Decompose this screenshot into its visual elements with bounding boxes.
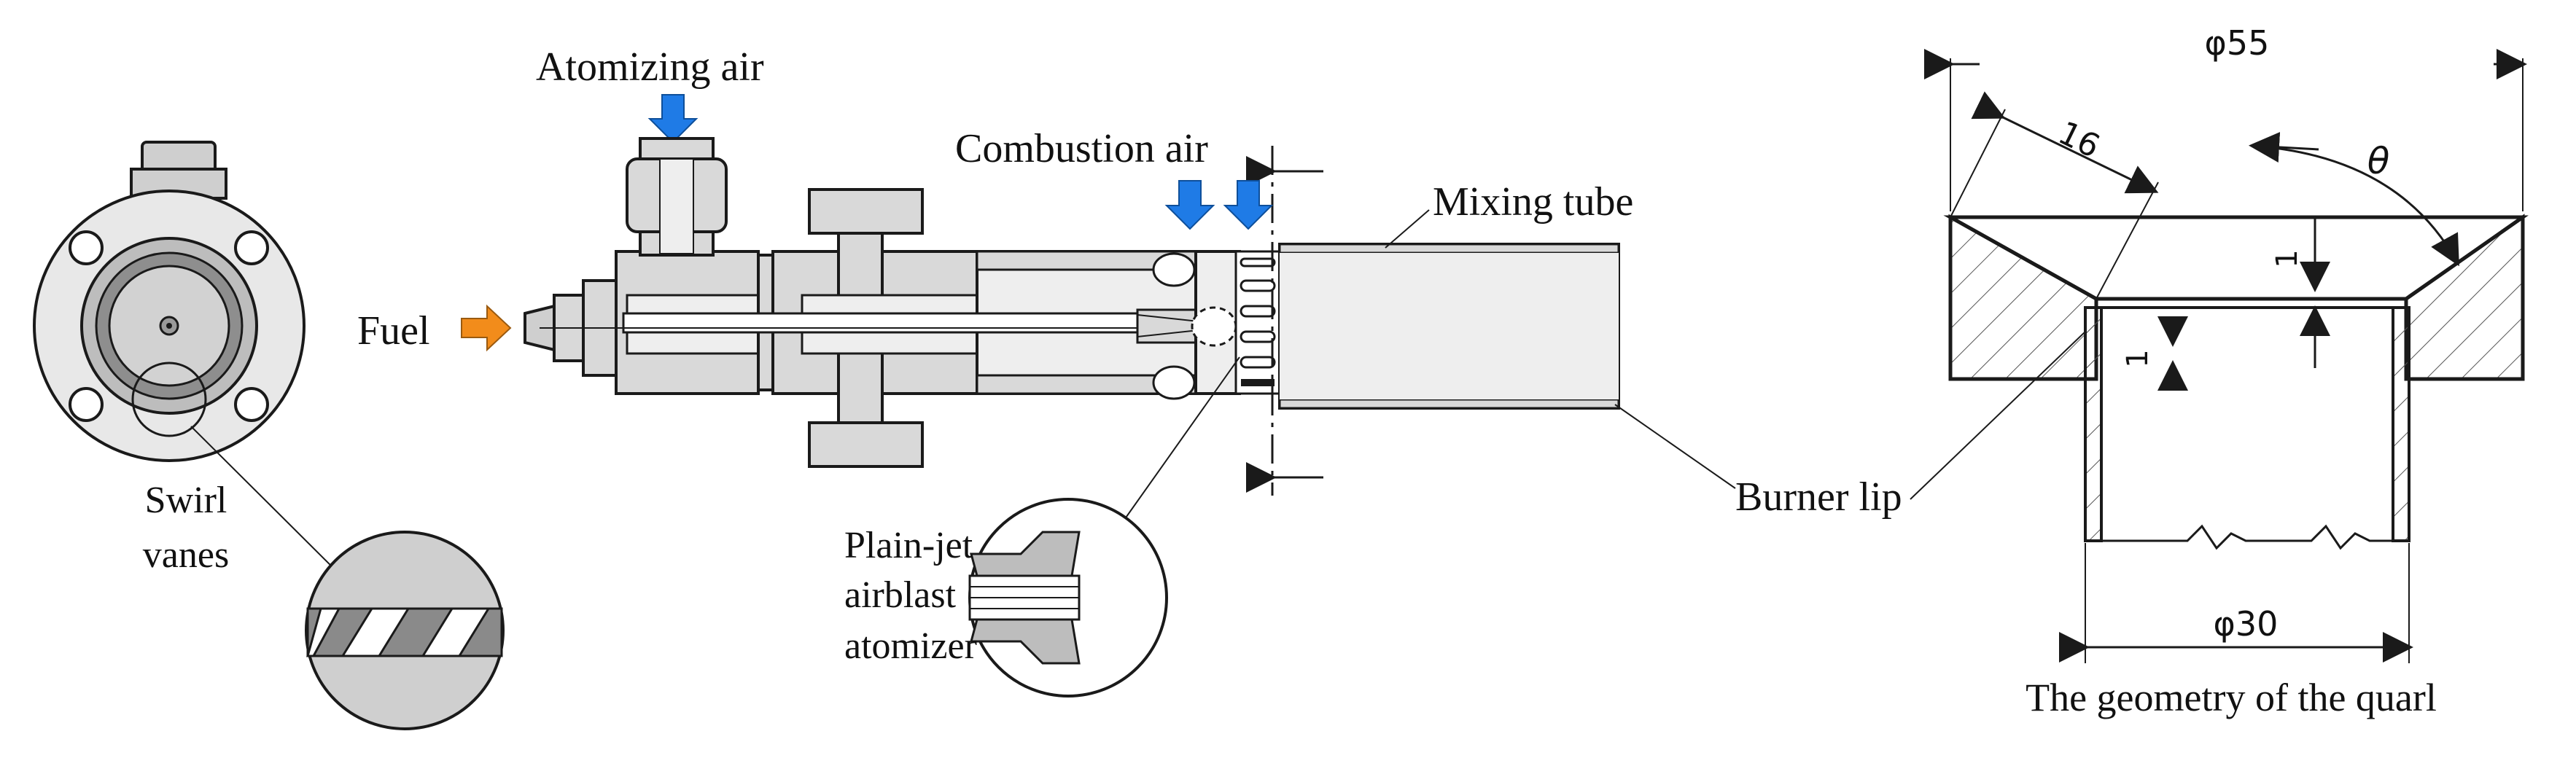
quarl-geometry (1924, 49, 2529, 663)
down-arrow-icon (1164, 180, 1215, 230)
swirler-section (1152, 250, 1281, 400)
swirler-front-view (33, 141, 505, 730)
bolt-hole (69, 387, 104, 422)
atomizer-label-line3: atomizer (844, 625, 977, 667)
burner-lip-label: Burner lip (1735, 474, 1902, 520)
inner-diameter-label: φ30 (2214, 604, 2279, 644)
down-arrow-icon (647, 94, 699, 144)
bolt-hole (234, 387, 269, 422)
outer-diameter-label: φ55 (2205, 23, 2270, 63)
swirl-label-line2: vanes (143, 534, 229, 576)
fuel-label: Fuel (357, 308, 430, 353)
quarl-caption: The geometry of the quarl (2026, 676, 2437, 719)
atomizing-air-label: Atomizing air (536, 44, 764, 90)
fuel-inlet-fitting (524, 137, 774, 395)
quarl-angle-label: θ (2367, 140, 2390, 182)
lip-thickness-label: 1 (2121, 349, 2155, 367)
bolt-hole (69, 230, 104, 265)
quarl-length-label: 16 (2052, 114, 2106, 165)
combustion-air-label: Combustion air (955, 126, 1208, 171)
mixing-tube-label: Mixing tube (1433, 179, 1633, 224)
right-arrow-icon (461, 304, 512, 352)
swirl-label-line1: Swirl (145, 480, 227, 521)
lip-gap-label: 1 (2270, 249, 2304, 267)
mixing-tube (1278, 243, 1620, 410)
down-arrow-icon (1223, 180, 1274, 230)
bolt-hole (234, 230, 269, 265)
atomizer-label-line2: airblast (844, 574, 957, 616)
atomizer-detail (968, 498, 1168, 698)
atomizer-label-line1: Plain-jet (844, 525, 973, 566)
section-cut-line (1246, 146, 1323, 496)
